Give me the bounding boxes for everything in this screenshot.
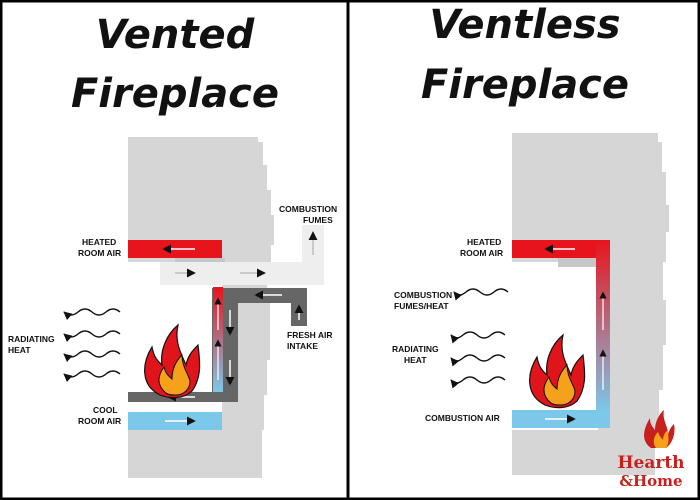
vented-radiating-waves: [63, 308, 121, 383]
ventless-heated-label-1: HEATED: [467, 237, 501, 247]
vented-intake-label-2: INTAKE: [287, 341, 318, 351]
vented-cool-label-2: ROOM AIR: [78, 416, 121, 426]
wave-arrow-icon: [63, 330, 121, 343]
vented-flame-icon: [144, 323, 201, 399]
wave-arrow-icon: [450, 331, 506, 344]
vented-title-line1: Vented: [96, 12, 255, 58]
wave-arrow-icon: [63, 308, 121, 321]
wave-arrow-icon: [63, 370, 121, 383]
ventless-radiating-label-2: HEAT: [404, 355, 427, 365]
ventless-combustion-air-label: COMBUSTION AIR: [425, 413, 500, 423]
exhaust-pipe: [160, 225, 324, 285]
vented-intake-label-1: FRESH AIR: [287, 330, 333, 340]
vented-fumes-label-2: FUMES: [303, 215, 333, 225]
logo-line1: Hearth: [617, 453, 684, 473]
wave-arrow-icon: [63, 350, 121, 363]
vented-title-line2: Fireplace: [71, 71, 279, 117]
ventless-flame-icon: [529, 333, 586, 409]
ventless-fumes-label-1: COMBUSTION: [394, 290, 452, 300]
vented-heated-label-1: HEATED: [82, 237, 116, 247]
vented-fumes-label-1: COMBUSTION: [279, 204, 337, 214]
vented-panel: Vented Fireplace: [8, 12, 337, 478]
ventless-waves: [450, 288, 509, 389]
ventless-panel: Ventless Fireplace HEATED ROOM AIR: [392, 2, 669, 475]
hearth-home-logo: Hearth &Home: [617, 410, 685, 490]
vented-radiating-label-2: HEAT: [8, 345, 31, 355]
logo-line2: &Home: [619, 472, 682, 490]
ventless-wall: [512, 133, 669, 475]
vented-heated-label-2: ROOM AIR: [78, 248, 121, 258]
ventless-fumes-label-2: FUMES/HEAT: [394, 301, 449, 311]
wave-arrow-icon: [450, 376, 506, 389]
vented-cool-label-1: COOL: [93, 405, 118, 415]
ventless-title-line1: Ventless: [429, 2, 620, 48]
ventless-hood: [558, 257, 598, 267]
ventless-heated-label-2: ROOM AIR: [460, 248, 503, 258]
vented-radiating-label-1: RADIATING: [8, 334, 55, 344]
ventless-title-line2: Fireplace: [421, 62, 629, 108]
wave-arrow-icon: [450, 354, 506, 367]
ventless-radiating-label-1: RADIATING: [392, 344, 439, 354]
fresh-air-duct: [128, 288, 307, 402]
wave-arrow-icon: [453, 288, 509, 301]
